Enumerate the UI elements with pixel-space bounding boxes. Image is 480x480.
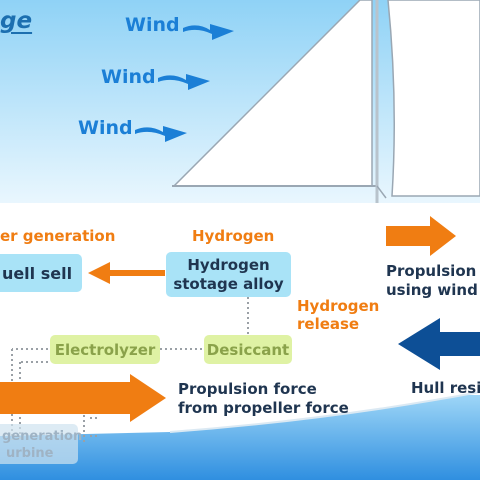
electrolyzer-box: Electrolyzer [50, 335, 160, 364]
page-title: ge [0, 8, 33, 34]
power-generation-label: er generation [0, 227, 116, 245]
arrow-wind-propulsion [386, 216, 456, 256]
arrow-hydrogen-to-fuelcell [88, 262, 165, 284]
wind-arrow-1 [183, 24, 234, 40]
fuel-cell-box: uell sell [0, 254, 82, 292]
wind-label-3: Wind [78, 117, 133, 139]
desiccant-box: Desiccant [204, 335, 292, 364]
arrow-hull-resistance [398, 318, 480, 370]
turbine-box [0, 424, 78, 464]
wind-label-1: Wind [125, 14, 180, 36]
wind-arrow-2 [158, 74, 210, 90]
wind-label-2: Wind [101, 66, 156, 88]
generation-turbine-label: generation urbine [2, 429, 83, 461]
arrow-propeller-propulsion [0, 374, 166, 422]
ship-hull [0, 203, 480, 436]
propulsion-propeller-label: Propulsion force from propeller force [178, 380, 349, 417]
hydrogen-release-label: Hydrogen release [297, 297, 380, 333]
wind-arrow-3 [135, 126, 187, 142]
propulsion-wind-label: Propulsion f using wind e [386, 262, 480, 299]
hydrogen-storage-box: Hydrogen stotage alloy [166, 252, 291, 297]
sail-right [387, 0, 480, 197]
hull-resistance-label: Hull resi [411, 379, 480, 397]
hydrogen-label: Hydrogen [192, 227, 275, 245]
